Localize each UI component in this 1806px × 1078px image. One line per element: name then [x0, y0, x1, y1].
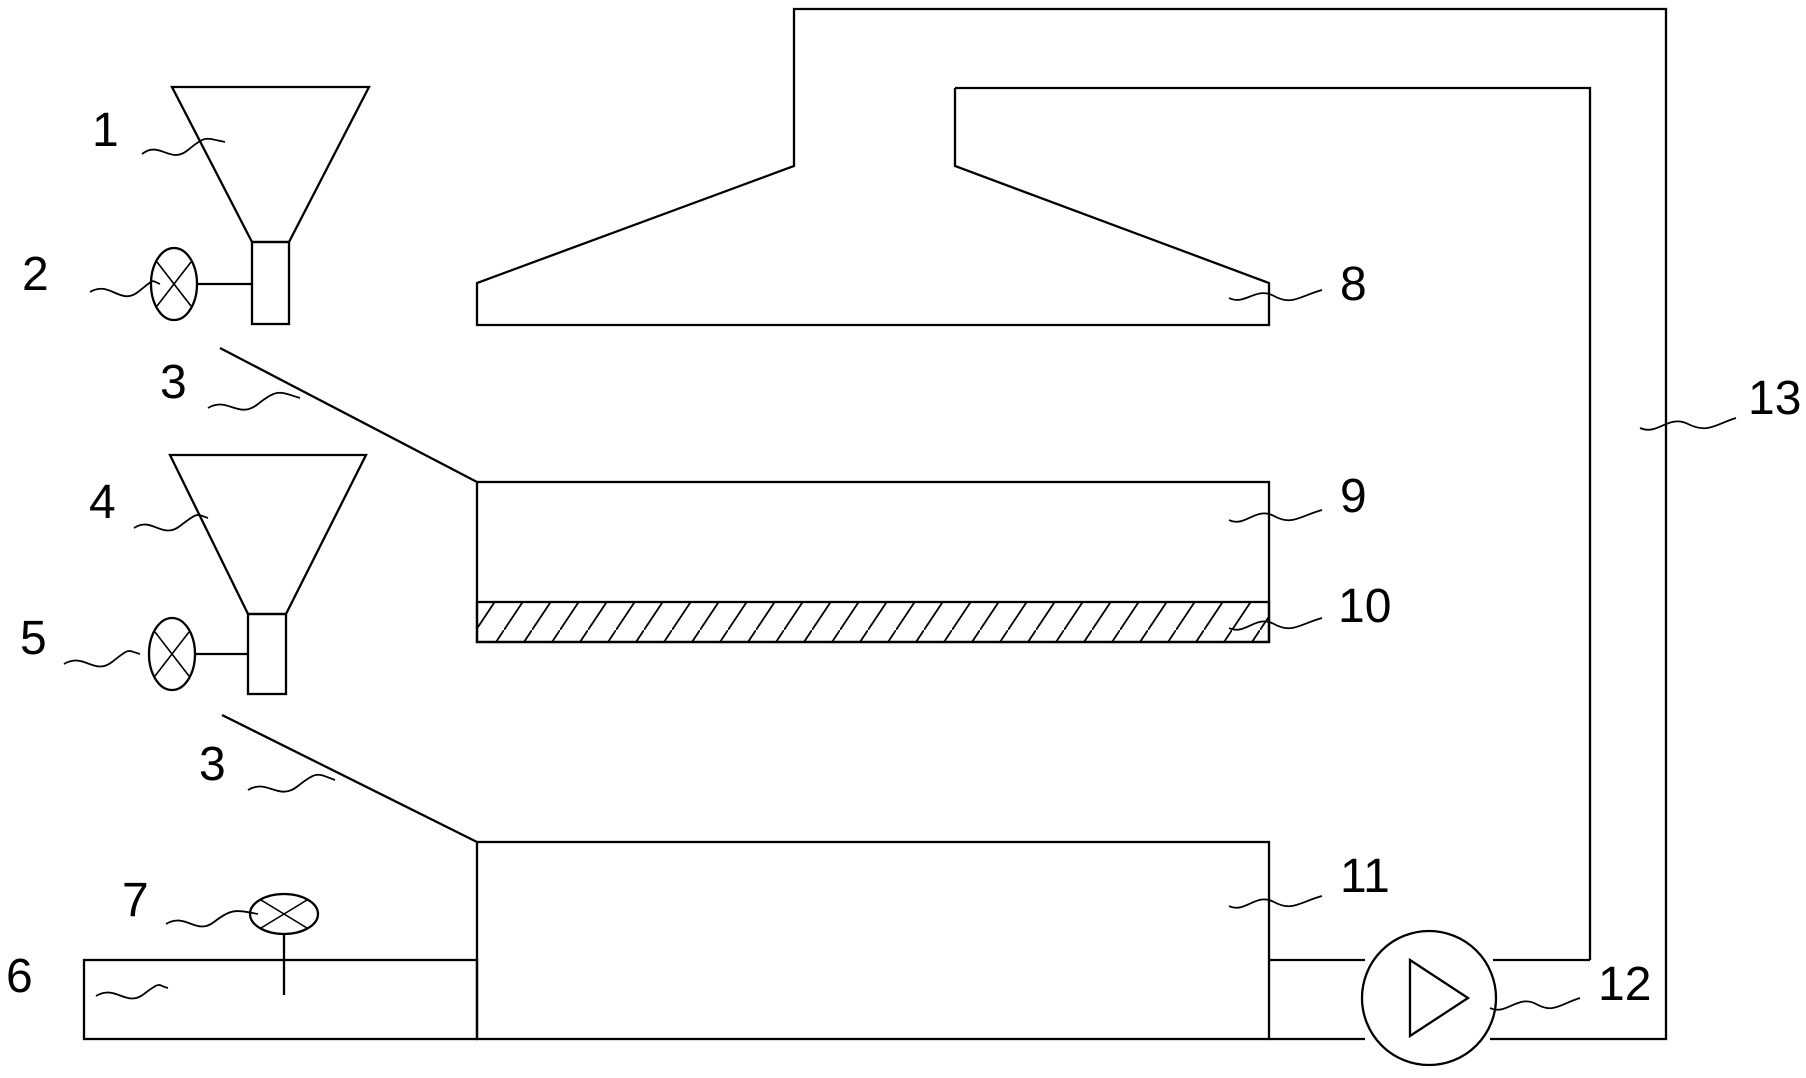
label-7: 7	[122, 874, 149, 927]
duct-6	[82, 958, 479, 1041]
valve-5	[147, 616, 248, 692]
valve-2	[149, 246, 252, 322]
label-3-lower: 3	[199, 738, 226, 791]
label-6: 6	[6, 950, 33, 1003]
label-9: 9	[1340, 470, 1367, 523]
label-3-upper: 3	[160, 356, 187, 409]
label-10: 10	[1338, 580, 1391, 633]
label-4: 4	[89, 476, 116, 529]
pump-12	[1360, 929, 1498, 1067]
outlet-pipe	[1269, 958, 1590, 1041]
chute-3-lower	[221, 713, 478, 844]
layer-10	[475, 600, 1271, 644]
label-11: 11	[1340, 850, 1390, 903]
label-13: 13	[1748, 372, 1801, 425]
label-1: 1	[92, 104, 119, 157]
hopper-4	[168, 453, 368, 696]
hopper-1	[170, 85, 371, 326]
valve-7	[248, 892, 320, 995]
chute-3-upper	[219, 346, 478, 484]
label-12: 12	[1598, 958, 1651, 1011]
label-5: 5	[20, 612, 47, 665]
leader-lines	[63, 137, 1737, 1011]
label-2: 2	[22, 248, 49, 301]
hood-8	[475, 7, 1668, 1041]
tank-11	[475, 840, 1271, 1041]
label-8: 8	[1340, 258, 1367, 311]
